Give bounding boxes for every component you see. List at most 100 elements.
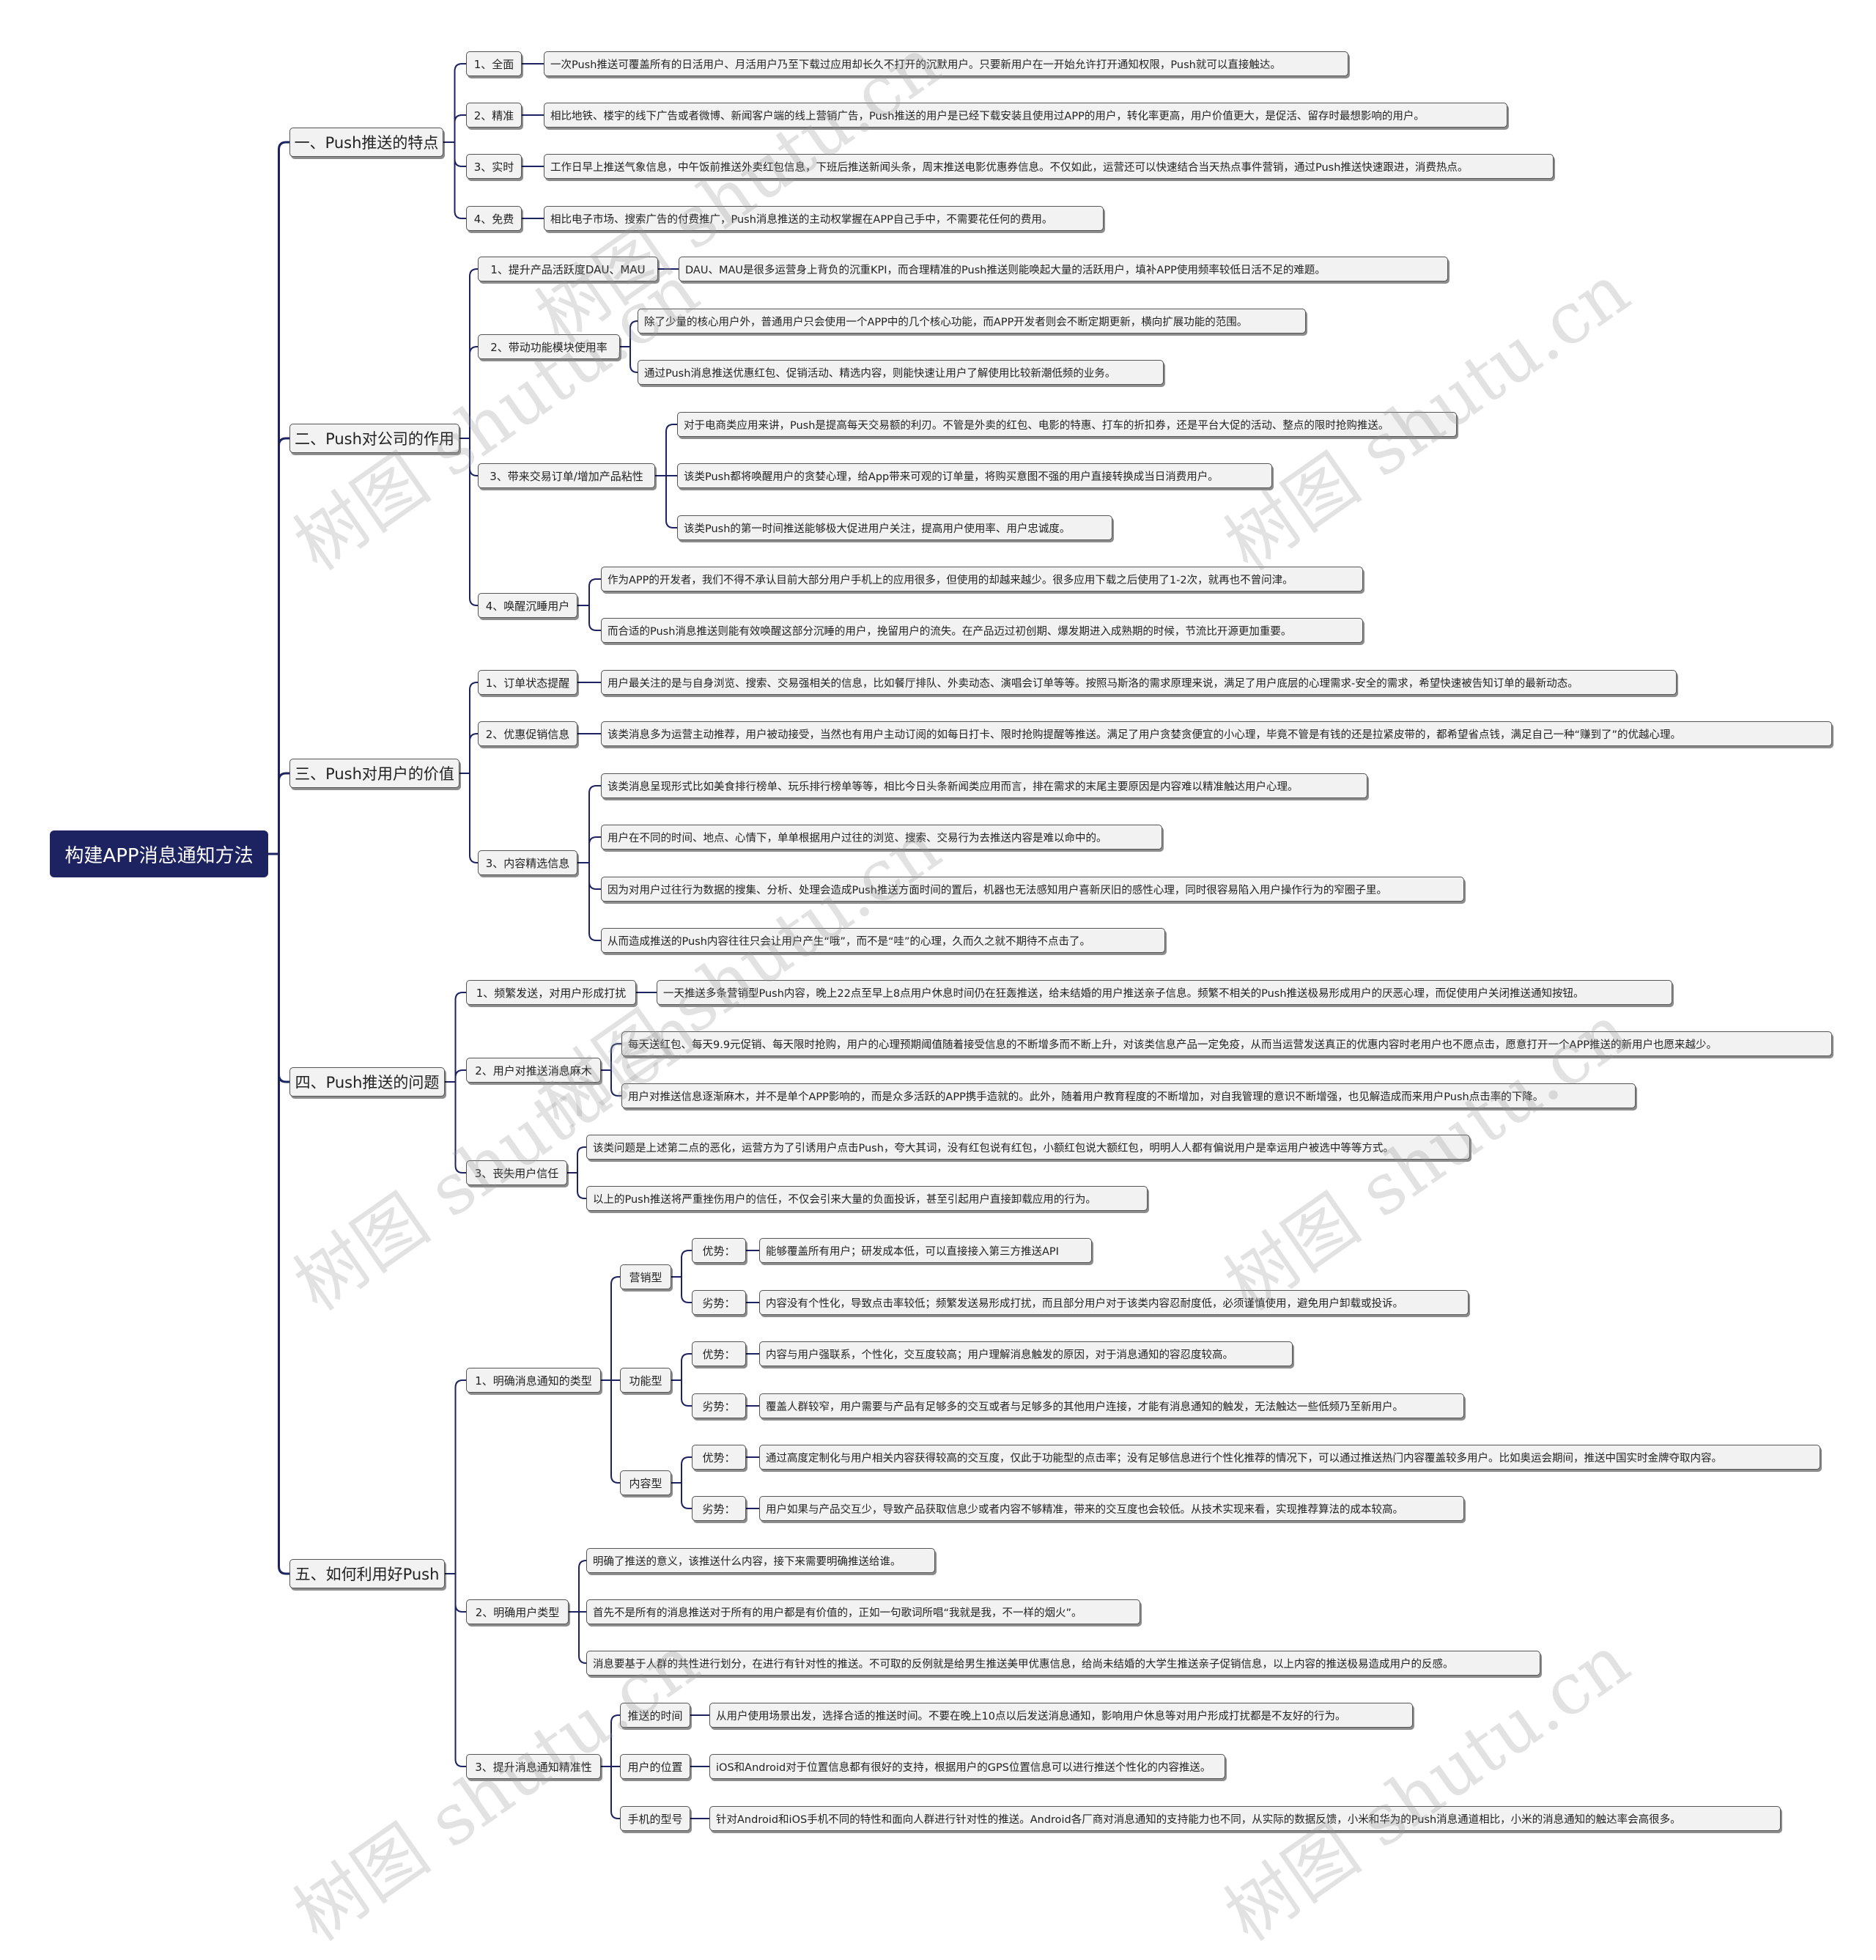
branch-5-1-1[interactable]: 营销型 xyxy=(620,1264,671,1289)
branch-1[interactable]: 一、Push推送的特点 xyxy=(289,128,443,157)
branch-2[interactable]: 二、Push对公司的作用 xyxy=(289,424,459,453)
branch-3-3[interactable]: 3、内容精选信息 xyxy=(478,850,577,875)
branch-5-3[interactable]: 3、提升消息通知精准性 xyxy=(466,1754,601,1779)
branch-1-3[interactable]: 3、实时 xyxy=(466,154,522,179)
branch-5-2-1-detail[interactable]: 明确了推送的意义，该推送什么内容，接下来需要明确推送给谁。 xyxy=(586,1548,935,1573)
branch-2-1-label: 1、提升产品活跃度DAU、MAU xyxy=(490,262,646,276)
connector xyxy=(459,268,478,606)
branch-5-1-1-2[interactable]: 劣势： xyxy=(692,1290,746,1315)
branch-2-1[interactable]: 1、提升产品活跃度DAU、MAU xyxy=(478,257,658,281)
branch-5-1-2-label: 功能型 xyxy=(629,1374,662,1388)
branch-4-2-1-detail[interactable]: 每天送红包、每天9.9元促销、每天限时抢购，用户的心理预期阈值随着接受信息的不断… xyxy=(621,1031,1832,1056)
branch-5-2-2-detail[interactable]: 首先不是所有的消息推送对于所有的用户都是有价值的，正如一句歌词所唱“我就是我，不… xyxy=(586,1599,1140,1624)
mind-map-canvas: 构建APP消息通知方法 一、Push推送的特点 1、全面 一次Push推送可覆盖所有的… xyxy=(50,22,1832,1957)
branch-3-2[interactable]: 2、优惠促销信息 xyxy=(478,721,577,746)
branch-1-3-1-detail[interactable]: 工作日早上推送气象信息，中午饭前推送外卖红包信息，下班后推送新闻头条，周末推送电… xyxy=(544,154,1554,179)
branch-2-4[interactable]: 4、唤醒沉睡用户 xyxy=(478,593,577,618)
connector xyxy=(620,320,638,373)
branch-5-2-3-detail[interactable]: 消息要基于人群的共性进行划分，在进行有针对性的推送。不可取的反例就是给男生推送美… xyxy=(586,1651,1540,1676)
branch-5-1-2-2-label: 劣势： xyxy=(702,1399,736,1413)
branch-5-2-2-detail-label: 首先不是所有的消息推送对于所有的用户都是有价值的，正如一句歌词所唱“我就是我，不… xyxy=(593,1607,1082,1619)
branch-5-2-3-detail-label: 消息要基于人群的共性进行划分，在进行有针对性的推送。不可取的反例就是给男生推送美… xyxy=(593,1658,1454,1670)
branch-1-1-1-detail-label: 一次Push推送可覆盖所有的日活用户、月活用户乃至下载过应用却长久不打开的沉默用… xyxy=(550,59,1281,71)
branch-5-1-3-label: 内容型 xyxy=(629,1476,662,1490)
branch-1-2[interactable]: 2、精准 xyxy=(466,103,522,128)
branch-3-3-3-detail[interactable]: 因为对用户过往行为数据的搜集、分析、处理会造成Push推送方面时间的置后，机器也… xyxy=(601,877,1464,902)
branch-2-2-2-detail-label: 通过Push消息推送优惠红包、促销活动、精选内容，则能快速让用户了解使用比较新潮… xyxy=(644,367,1116,380)
branch-4-3-1-detail[interactable]: 该类问题是上述第二点的恶化，运营方为了引诱用户点击Push，夸大其词，没有红包说… xyxy=(586,1135,1470,1160)
branch-3-3-label: 3、内容精选信息 xyxy=(485,856,570,870)
branch-2-1-1-detail[interactable]: DAU、MAU是很多运营身上背负的沉重KPI，而合理精准的Push推送则能唤起大… xyxy=(679,257,1448,281)
branch-1-2-1-detail-label: 相比地铁、楼宇的线下广告或者微博、新闻客户端的线上营销广告，Push推送的用户是… xyxy=(550,110,1425,122)
root-topic[interactable]: 构建APP消息通知方法 xyxy=(50,830,268,877)
branch-5-3-1[interactable]: 推送的时间 xyxy=(620,1703,690,1728)
branch-3-label: 三、Push对用户的价值 xyxy=(295,765,454,783)
connector xyxy=(445,992,466,1174)
branch-5-1-2-1-1-detail[interactable]: 内容与用户强联系，个性化，交互度较高；用户理解消息触发的原因，对于消息通知的容忍… xyxy=(759,1341,1293,1366)
connector xyxy=(601,1276,620,1484)
branch-1-1[interactable]: 1、全面 xyxy=(466,51,522,76)
connector xyxy=(445,1379,466,1767)
branch-5-1-1-1-1-detail[interactable]: 能够覆盖所有用户；研发成本低，可以直接接入第三方推送API xyxy=(759,1238,1092,1263)
branch-3-3-1-detail[interactable]: 该类消息呈现形式比如美食排行榜单、玩乐排行榜单等等，相比今日头条新闻类应用而言，… xyxy=(601,773,1367,798)
branch-3-3-2-detail[interactable]: 用户在不同的时间、地点、心情下，单单根据用户过往的浏览、搜索、交易行为去推送内容… xyxy=(601,825,1162,850)
branch-5-1-2-2-1-detail[interactable]: 覆盖人群较窄，用户需要与产品有足够多的交互或者与足够多的其他用户连接，才能有消息… xyxy=(759,1393,1464,1418)
branch-5-3-2-1-detail[interactable]: iOS和Android对于位置信息都有很好的支持，根据用户的GPS位置信息可以进… xyxy=(709,1754,1225,1779)
branch-3-3-4-detail[interactable]: 从而造成推送的Push内容往往只会让用户产生“哦”，而不是“哇”的心理，久而久之… xyxy=(601,928,1165,953)
branch-5-3-3-1-detail[interactable]: 针对Android和iOS手机不同的特性和面向人群进行针对性的推送。Androi… xyxy=(709,1806,1781,1831)
connector xyxy=(443,63,466,219)
branch-5-1-3[interactable]: 内容型 xyxy=(620,1470,671,1495)
branch-5-1-3-1-1-detail[interactable]: 通过高度定制化与用户相关内容获得较高的交互度，仅此于功能型的点击率；没有足够信息… xyxy=(759,1445,1820,1470)
branch-4-1-label: 1、频繁发送，对用户形成打扰 xyxy=(476,986,627,1000)
branch-4-1-1-detail[interactable]: 一天推送多条营销型Push内容，晚上22点至早上8点用户休息时间仍在狂轰推送，给… xyxy=(657,980,1672,1005)
branch-2-3-1-detail[interactable]: 对于电商类应用来讲，Push是提高每天交易额的利刃。不管是外卖的红包、电影的特惠… xyxy=(677,412,1457,437)
connector xyxy=(268,141,289,1575)
branch-3-1[interactable]: 1、订单状态提醒 xyxy=(478,670,577,695)
branch-5-3-2[interactable]: 用户的位置 xyxy=(620,1754,690,1779)
branch-2-3[interactable]: 3、带来交易订单/增加产品粘性 xyxy=(478,463,655,488)
branch-5-1-2-1[interactable]: 优势： xyxy=(692,1341,746,1366)
branch-4[interactable]: 四、Push推送的问题 xyxy=(289,1067,445,1097)
branch-5-1-3-2[interactable]: 劣势： xyxy=(692,1496,746,1521)
branch-2-4-1-detail[interactable]: 作为APP的开发者，我们不得不承认目前大部分用户手机上的应用很多，但使用的却越来… xyxy=(601,567,1363,592)
branch-5-1-1-1[interactable]: 优势： xyxy=(692,1238,746,1263)
branch-4-1[interactable]: 1、频繁发送，对用户形成打扰 xyxy=(466,980,636,1005)
branch-5-2[interactable]: 2、明确用户类型 xyxy=(466,1599,569,1624)
branch-5-3-3[interactable]: 手机的型号 xyxy=(620,1806,690,1831)
branch-3[interactable]: 三、Push对用户的价值 xyxy=(289,759,459,788)
branch-5-3-1-label: 推送的时间 xyxy=(627,1709,683,1723)
connector xyxy=(567,1146,586,1199)
branch-2-3-3-detail[interactable]: 该类Push的第一时间推送能够极大促进用户关注，提高用户使用率、用户忠诚度。 xyxy=(677,515,1112,540)
branch-5-1[interactable]: 1、明确消息通知的类型 xyxy=(466,1368,601,1393)
branch-5-1-1-1-label: 优势： xyxy=(702,1244,736,1258)
branch-2-3-2-detail-label: 该类Push都将唤醒用户的贪婪心理，给App带来可观的订单量，将购买意图不强的用… xyxy=(684,471,1219,483)
branch-4-2-2-detail-label: 用户对推送信息逐渐麻木，并不是单个APP影响的，而是众多活跃的APP携手造就的。… xyxy=(628,1091,1544,1103)
branch-4-3[interactable]: 3、丧失用户信任 xyxy=(466,1160,567,1185)
branch-5-1-3-2-1-detail[interactable]: 用户如果与产品交互少，导致产品获取信息少或者内容不够精准，带来的交互度也会较低。… xyxy=(759,1496,1464,1521)
branch-5-1-2-2[interactable]: 劣势： xyxy=(692,1393,746,1418)
branch-5-3-3-label: 手机的型号 xyxy=(627,1812,683,1826)
branch-1-4[interactable]: 4、免费 xyxy=(466,206,522,231)
branch-1-4-1-detail[interactable]: 相比电子市场、搜索广告的付费推广，Push消息推送的主动权掌握在APP自己手中，… xyxy=(544,206,1104,231)
branch-5-1-3-1[interactable]: 优势： xyxy=(692,1445,746,1470)
branch-3-2-label: 2、优惠促销信息 xyxy=(485,727,570,741)
branch-5-3-1-1-detail[interactable]: 从用户使用场景出发，选择合适的推送时间。不要在晚上10点以后发送消息通知，影响用… xyxy=(709,1703,1413,1728)
branch-4-2[interactable]: 2、用户对推送消息麻木 xyxy=(466,1058,601,1083)
branch-2-2-2-detail[interactable]: 通过Push消息推送优惠红包、促销活动、精选内容，则能快速让用户了解使用比较新潮… xyxy=(638,360,1164,385)
branch-2-3-2-detail[interactable]: 该类Push都将唤醒用户的贪婪心理，给App带来可观的订单量，将购买意图不强的用… xyxy=(677,463,1272,488)
branch-5-1-1-2-1-detail-label: 内容没有个性化，导致点击率较低；频繁发送易形成打扰，而且部分用户对于该类内容忍耐… xyxy=(766,1297,1403,1310)
branch-5-1-2[interactable]: 功能型 xyxy=(620,1368,671,1393)
branch-2-label: 二、Push对公司的作用 xyxy=(295,430,454,448)
branch-1-label: 一、Push推送的特点 xyxy=(294,134,439,152)
branch-3-1-1-detail[interactable]: 用户最关注的是与自身浏览、搜索、交易强相关的信息，比如餐厅排队、外卖动态、演唱会… xyxy=(601,670,1677,695)
branch-4-2-2-detail[interactable]: 用户对推送信息逐渐麻木，并不是单个APP影响的，而是众多活跃的APP携手造就的。… xyxy=(621,1083,1636,1108)
branch-1-2-1-detail[interactable]: 相比地铁、楼宇的线下广告或者微博、新闻客户端的线上营销广告，Push推送的用户是… xyxy=(544,103,1507,128)
branch-1-1-1-detail[interactable]: 一次Push推送可覆盖所有的日活用户、月活用户乃至下载过应用却长久不打开的沉默用… xyxy=(544,51,1348,76)
branch-2-2-1-detail[interactable]: 除了少量的核心用户外，普通用户只会使用一个APP中的几个核心功能，而APP开发者… xyxy=(638,309,1306,334)
branch-4-3-2-detail[interactable]: 以上的Push推送将严重挫伤用户的信任，不仅会引来大量的负面投诉，甚至引起用户直… xyxy=(586,1186,1148,1211)
branch-5[interactable]: 五、如何利用好Push xyxy=(289,1559,445,1588)
branch-2-2[interactable]: 2、带动功能模块使用率 xyxy=(478,334,620,359)
branch-2-4-2-detail[interactable]: 而合适的Push消息推送则能有效唤醒这部分沉睡的用户，挽留用户的流失。在产品迈过… xyxy=(601,618,1363,643)
branch-5-1-1-2-1-detail[interactable]: 内容没有个性化，导致点击率较低；频繁发送易形成打扰，而且部分用户对于该类内容忍耐… xyxy=(759,1290,1469,1315)
branch-3-2-1-detail[interactable]: 该类消息多为运营主动推荐，用户被动接受，当然也有用户主动订阅的如每日打卡、限时抢… xyxy=(601,721,1832,746)
